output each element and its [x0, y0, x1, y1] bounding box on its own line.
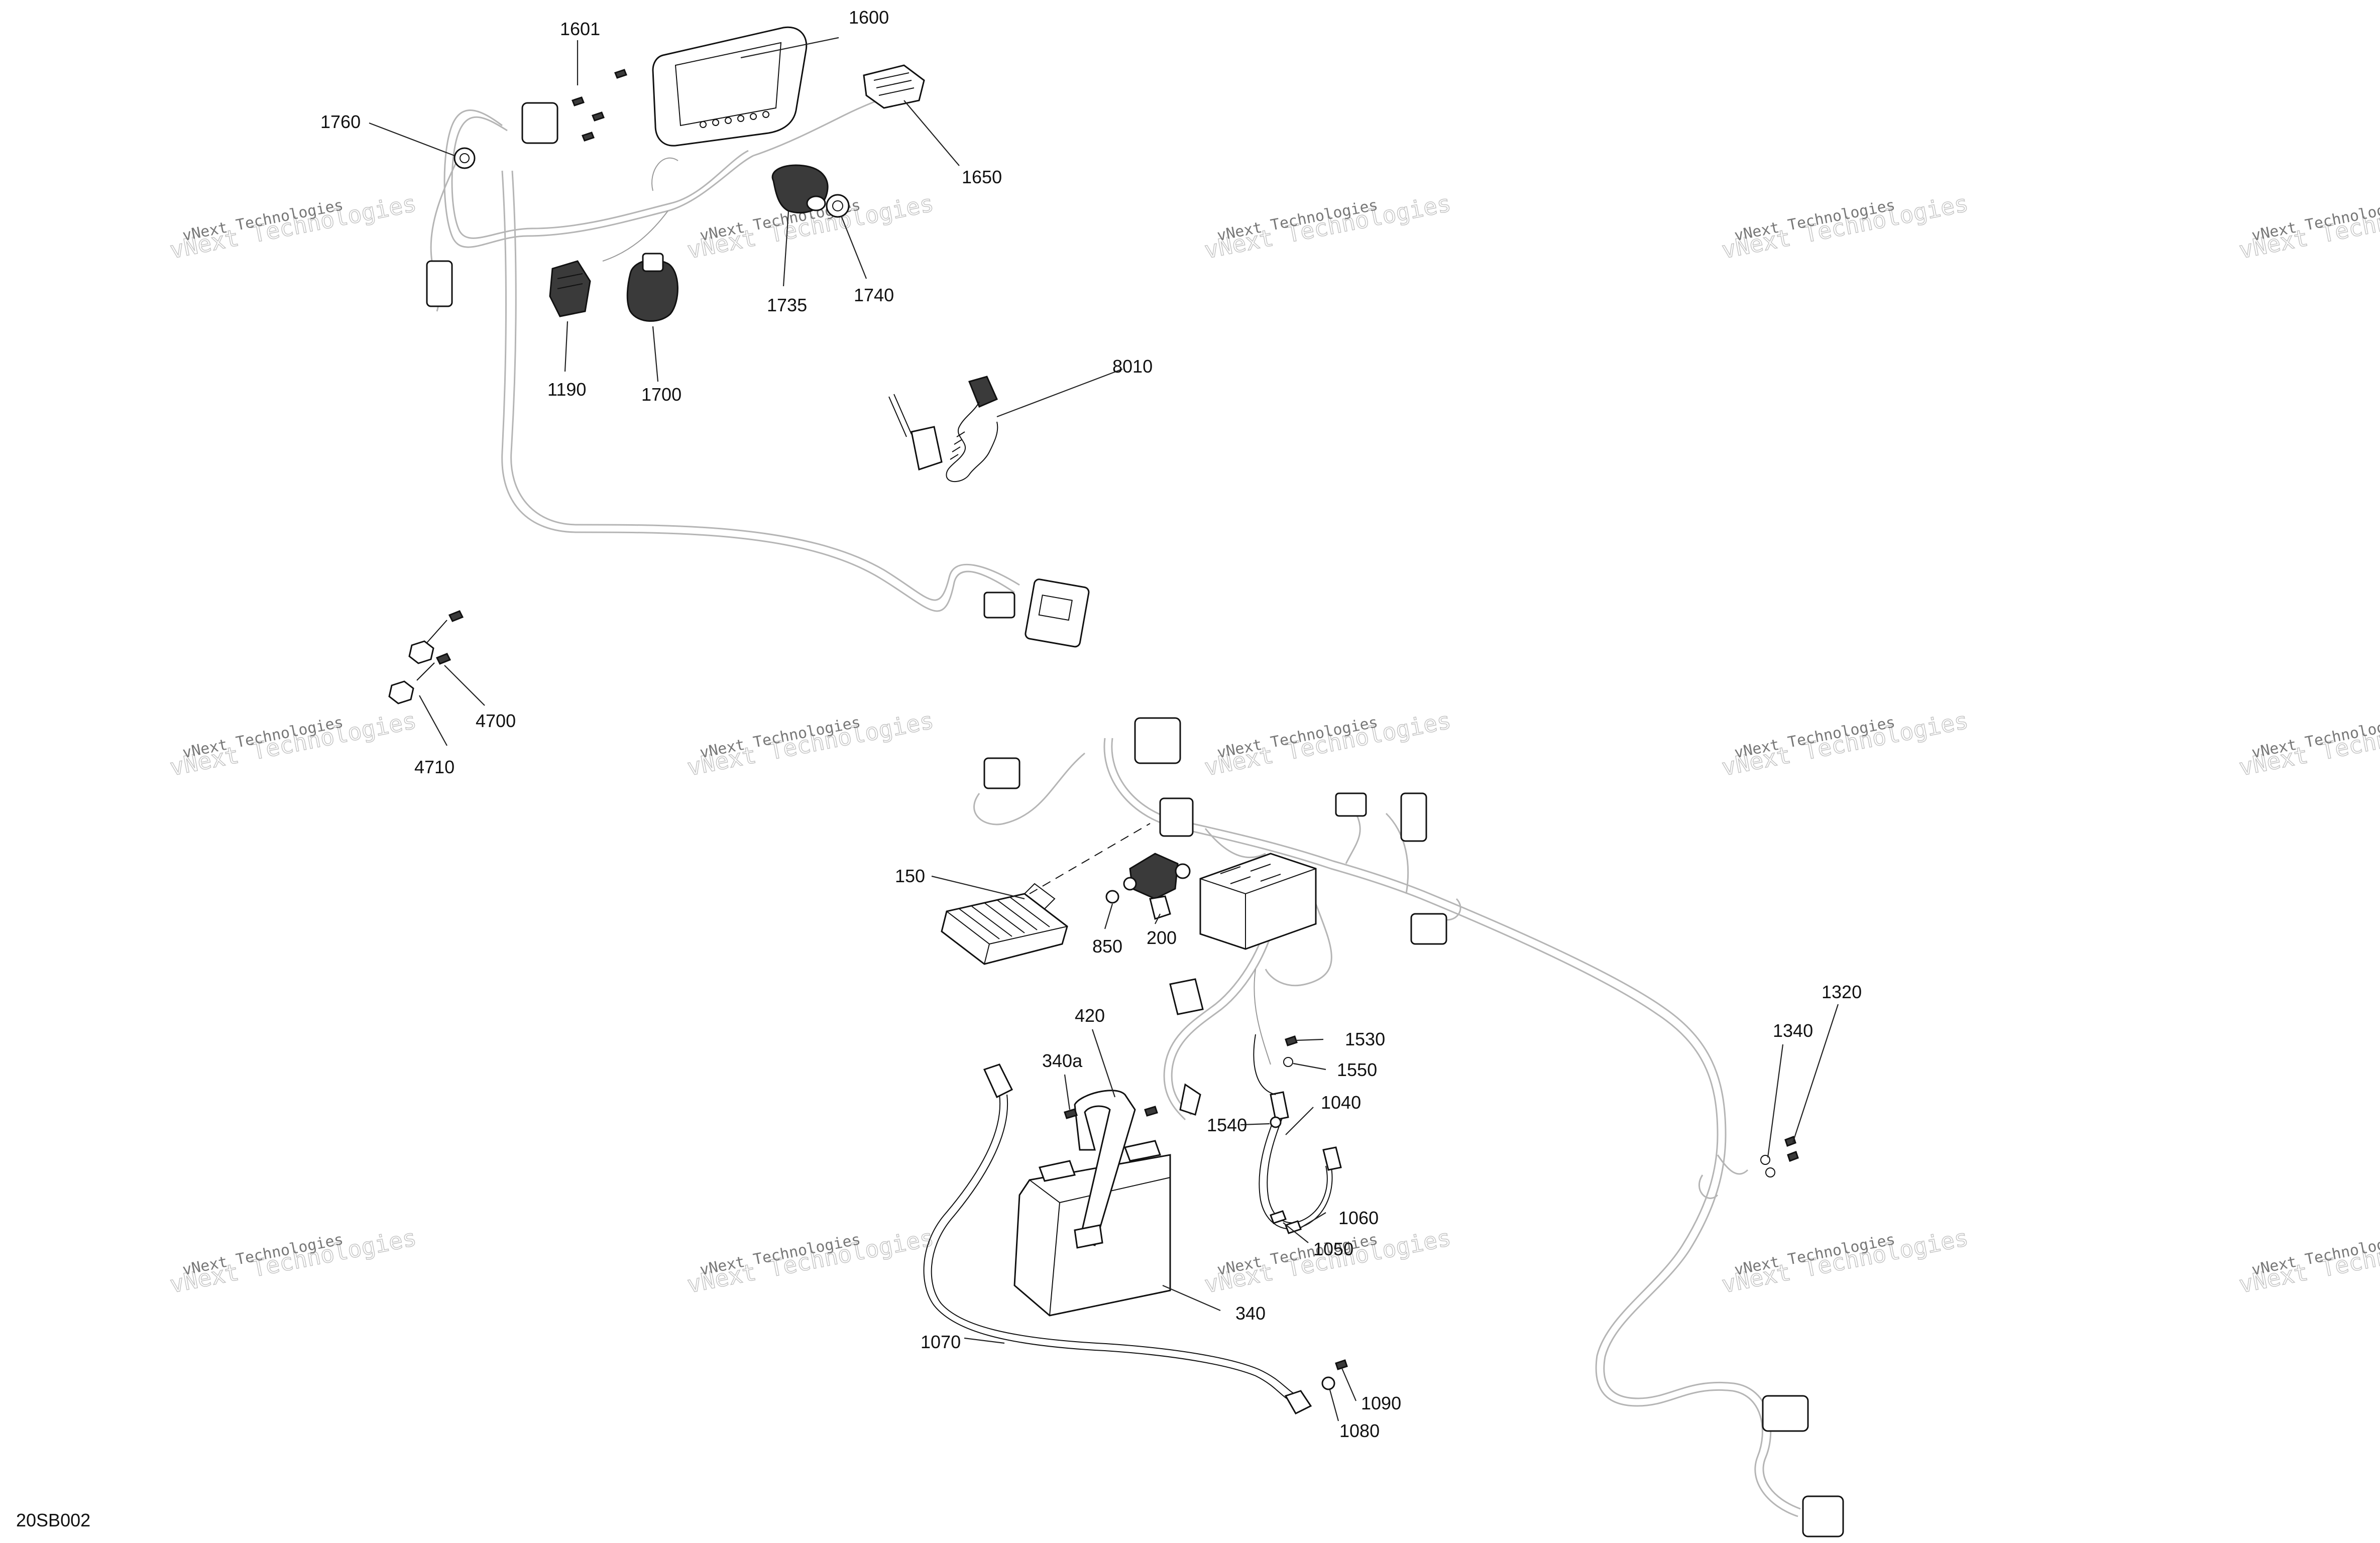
label-1601: 1601 [560, 19, 600, 39]
connector-1650 [863, 64, 925, 109]
label-1760: 1760 [320, 111, 361, 132]
washer-1550 [1283, 1057, 1293, 1067]
harness-connector [1400, 792, 1427, 842]
label-1540: 1540 [1207, 1115, 1247, 1135]
label-1740: 1740 [854, 285, 894, 305]
watermark: vNext Technologies vNext Technologies [167, 189, 419, 265]
nut-1340 [1765, 1167, 1775, 1177]
upper-wiring-harness [426, 89, 1090, 648]
label-340: 340 [1235, 1303, 1266, 1324]
bolt-1050 [1270, 1210, 1287, 1224]
nut-1340 [1760, 1155, 1770, 1165]
harness-connector [1802, 1495, 1844, 1537]
watermark: vNext Technologies vNext Technologies [1202, 189, 1453, 265]
label-4700: 4700 [476, 710, 516, 731]
harness-connector [1159, 797, 1194, 837]
label-150: 150 [895, 866, 925, 886]
bolt-1090 [1335, 1359, 1348, 1370]
label-850: 850 [1092, 936, 1122, 957]
battery-cable-1070 [923, 1063, 1312, 1414]
watermark: vNext Technologies vNext Technologies [167, 706, 419, 782]
gauge-buttons [700, 111, 769, 128]
label-1650: 1650 [962, 167, 1002, 187]
nut-1540 [1270, 1116, 1282, 1128]
label-8010: 8010 [1112, 356, 1153, 377]
harness-connector [983, 757, 1021, 789]
watermark: vNext Technologies vNext Technologies [1719, 706, 1971, 782]
switch-1190 [549, 260, 591, 317]
label-340a: 340a [1042, 1050, 1083, 1071]
label-1600: 1600 [849, 7, 889, 28]
fuse-holder [1169, 978, 1204, 1116]
harness-connector [1410, 913, 1447, 945]
label-1700: 1700 [641, 384, 682, 405]
grommet-1760 [454, 147, 476, 169]
watermark: vNext Technologies vNext Technologies [1719, 189, 1971, 265]
switch-1735 [771, 164, 829, 214]
leader-lines [369, 37, 1839, 1421]
gauge-screws [572, 69, 627, 142]
watermark: vNext Technologies vNext Technologies [2236, 189, 2380, 265]
label-1070: 1070 [921, 1332, 961, 1352]
assembly-line [1029, 823, 1151, 894]
bolt-1320 [1787, 1151, 1799, 1162]
label-1550: 1550 [1337, 1059, 1377, 1080]
nut-850 [1105, 890, 1119, 904]
label-1090: 1090 [1361, 1393, 1401, 1413]
watermark: vNext Technologies vNext Technologies [685, 706, 936, 782]
bolt-4700-group [416, 610, 464, 681]
watermark: vNext Technologies vNext Technologies [1719, 1224, 1971, 1299]
label-420: 420 [1075, 1005, 1105, 1026]
label-1060: 1060 [1338, 1208, 1379, 1228]
label-1530: 1530 [1345, 1029, 1385, 1049]
harness-connector [1762, 1395, 1809, 1432]
watermark: vNext Technologies vNext Technologies [685, 1224, 936, 1299]
label-1190: 1190 [547, 379, 586, 400]
watermark: vNext Technologies vNext Technologies [167, 1224, 419, 1299]
starter-solenoid-200 [1123, 853, 1191, 920]
washer-1080 [1321, 1376, 1335, 1390]
voltage-regulator-150 [941, 883, 1068, 965]
bolt-1060 [1285, 1220, 1302, 1234]
label-1080: 1080 [1339, 1420, 1380, 1441]
bolt-1320 [1784, 1136, 1796, 1147]
label-200: 200 [1147, 927, 1177, 948]
part-labels: 1600 1601 1650 1760 1735 1740 1190 1700 … [320, 7, 1862, 1441]
nut-4710-group [388, 640, 434, 704]
label-4710: 4710 [414, 757, 455, 777]
label-1340: 1340 [1773, 1020, 1813, 1041]
display-gauge [652, 26, 808, 147]
harness-connector [1335, 792, 1367, 817]
lower-wiring-harness [973, 717, 1844, 1537]
switch-1700 [626, 253, 678, 322]
tether-cord-8010 [888, 376, 998, 483]
battery-strap-420 [1074, 1090, 1136, 1249]
watermark: vNext Technologies vNext Technologies [2236, 1224, 2380, 1299]
label-1320: 1320 [1822, 982, 1862, 1002]
fuse-box [1199, 853, 1317, 950]
harness-connector [521, 102, 558, 144]
nut-1740 [826, 194, 850, 218]
watermark: vNext Technologies vNext Technologies [2236, 706, 2380, 782]
label-1735: 1735 [767, 295, 807, 315]
label-1040: 1040 [1321, 1092, 1361, 1113]
watermark-layer: vNext Technologies vNext Technologies vN… [167, 189, 2380, 1299]
diagram-code: 20SB002 [16, 1510, 90, 1530]
screw-1530 [1285, 1035, 1298, 1046]
screw-340a [1064, 1108, 1078, 1119]
watermark: vNext Technologies vNext Technologies [1202, 706, 1453, 782]
harness-connector [1134, 717, 1181, 764]
label-1050: 1050 [1313, 1239, 1353, 1259]
screw-340a [1144, 1106, 1158, 1117]
